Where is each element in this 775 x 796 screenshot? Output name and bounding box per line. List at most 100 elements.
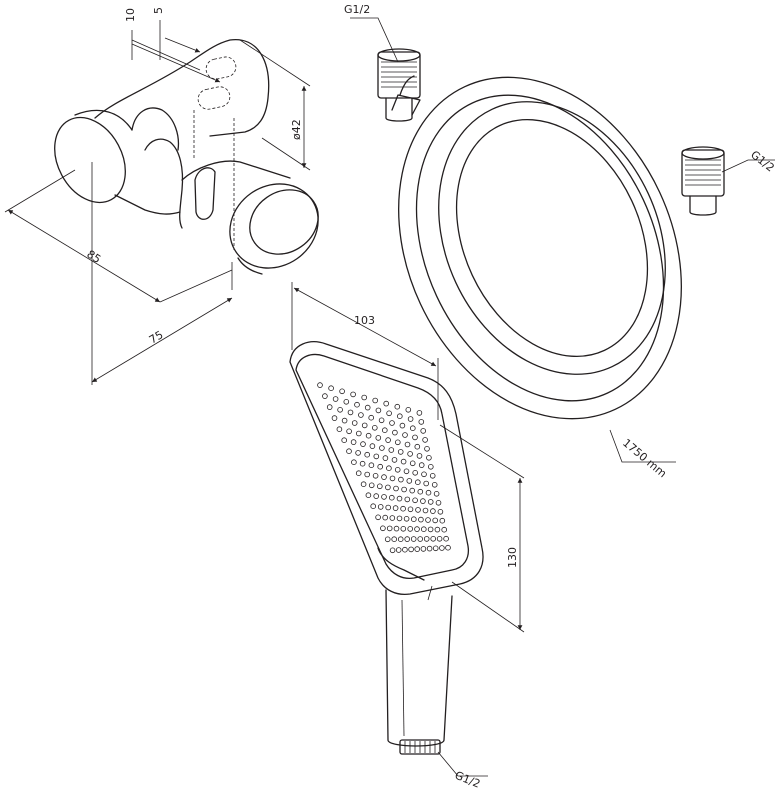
spray-nozzle bbox=[386, 465, 392, 472]
spray-nozzle bbox=[420, 428, 427, 434]
spray-nozzle bbox=[434, 526, 441, 533]
spray-nozzle bbox=[373, 453, 380, 460]
spray-nozzle bbox=[389, 475, 396, 482]
spray-nozzle bbox=[381, 427, 388, 434]
spray-nozzle bbox=[392, 505, 399, 511]
spray-nozzle bbox=[417, 488, 424, 495]
spray-nozzle bbox=[439, 517, 446, 524]
spray-nozzle bbox=[331, 415, 338, 421]
spray-nozzle bbox=[383, 400, 390, 407]
spray-nozzle bbox=[407, 451, 413, 457]
spray-nozzle bbox=[396, 413, 403, 420]
spray-nozzle bbox=[435, 499, 442, 506]
dim-75-label: 75 bbox=[147, 328, 166, 346]
spray-nozzle bbox=[347, 409, 354, 416]
spray-nozzle bbox=[397, 536, 404, 542]
spray-nozzle bbox=[420, 526, 427, 532]
dim-85-label: 85 bbox=[84, 248, 103, 267]
spray-nozzle bbox=[433, 490, 440, 497]
spray-nozzle bbox=[365, 432, 372, 439]
spray-nozzle bbox=[429, 472, 436, 479]
spray-nozzle bbox=[389, 515, 396, 521]
spray-nozzle bbox=[360, 441, 366, 447]
spray-nozzle bbox=[368, 414, 375, 421]
spray-nozzle bbox=[385, 504, 392, 511]
spray-nozzle bbox=[400, 458, 407, 465]
spray-nozzle bbox=[439, 545, 445, 551]
spray-nozzle bbox=[339, 388, 345, 395]
spray-nozzle bbox=[355, 430, 362, 437]
spray-nozzle bbox=[402, 432, 408, 438]
spray-nozzle bbox=[370, 503, 377, 510]
spray-nozzle bbox=[414, 546, 421, 552]
spray-nozzle bbox=[389, 420, 395, 426]
spray-nozzle bbox=[365, 492, 372, 499]
spray-nozzle bbox=[418, 516, 424, 523]
spray-nozzle bbox=[400, 525, 407, 532]
spray-nozzle bbox=[341, 417, 348, 424]
spray-nozzle bbox=[415, 507, 421, 513]
spray-nozzle bbox=[389, 547, 396, 554]
spray-nozzle bbox=[400, 505, 406, 512]
spray-nozzle bbox=[427, 463, 434, 470]
spray-nozzle bbox=[395, 547, 402, 553]
spray-nozzle bbox=[361, 394, 368, 401]
spray-nozzle bbox=[425, 517, 431, 523]
spray-nozzle bbox=[409, 460, 416, 467]
spray-nozzle bbox=[346, 428, 352, 435]
spray-nozzle bbox=[386, 410, 392, 417]
spray-nozzle bbox=[412, 434, 418, 441]
spray-nozzle bbox=[386, 525, 393, 532]
spray-nozzle bbox=[343, 398, 350, 405]
spray-nozzle bbox=[358, 412, 364, 418]
spray-nozzle bbox=[359, 460, 366, 467]
spray-nozzle bbox=[441, 526, 448, 533]
spray-nozzle bbox=[418, 462, 425, 468]
spray-nozzle bbox=[384, 536, 391, 543]
spray-nozzle bbox=[377, 463, 384, 470]
spray-nozzle bbox=[388, 447, 395, 453]
spray-nozzle bbox=[436, 535, 443, 542]
spray-nozzle bbox=[405, 406, 412, 413]
spray-nozzle bbox=[388, 494, 395, 501]
hose-length-label: 1750 mm bbox=[620, 436, 669, 480]
spray-nozzle bbox=[430, 508, 436, 514]
spray-nozzle bbox=[407, 506, 414, 513]
spray-nozzle bbox=[332, 396, 339, 402]
spray-nozzle bbox=[381, 474, 387, 480]
spray-nozzle bbox=[396, 515, 403, 522]
spray-nozzle bbox=[350, 391, 356, 398]
spray-nozzle bbox=[368, 482, 375, 489]
spray-nozzle bbox=[397, 449, 404, 455]
spray-nozzle bbox=[432, 545, 439, 552]
dim-5-label: 5 bbox=[152, 7, 165, 14]
dim-10-label: 10 bbox=[124, 8, 137, 22]
hose-nut-right bbox=[681, 146, 725, 197]
spray-nozzle bbox=[437, 508, 444, 515]
spray-nozzle bbox=[372, 472, 379, 479]
spray-nozzle bbox=[381, 494, 387, 500]
spray-nozzle bbox=[426, 454, 432, 461]
spray-nozzle bbox=[423, 480, 430, 487]
spray-nozzle bbox=[414, 443, 421, 450]
spray-nozzle bbox=[408, 546, 414, 553]
spray-nozzle bbox=[401, 486, 407, 493]
spray-nozzle bbox=[379, 445, 385, 451]
spray-nozzle bbox=[412, 497, 418, 504]
spray-nozzle bbox=[364, 404, 371, 411]
spray-nozzle bbox=[355, 470, 362, 477]
spray-nozzle bbox=[432, 517, 439, 524]
spray-nozzle bbox=[346, 448, 352, 455]
spray-nozzle bbox=[350, 439, 357, 445]
bracket-dimensions bbox=[4, 20, 311, 385]
spray-nozzle bbox=[416, 453, 423, 459]
spray-nozzle bbox=[351, 420, 358, 426]
spray-nozzle bbox=[409, 487, 416, 494]
spray-nozzle bbox=[385, 437, 391, 443]
spray-nozzle bbox=[421, 471, 427, 478]
spray-nozzle bbox=[322, 393, 328, 399]
spray-nozzle bbox=[403, 468, 410, 475]
spray-nozzle bbox=[375, 514, 381, 521]
hose-nut-top bbox=[377, 48, 421, 99]
spray-nozzle bbox=[399, 422, 406, 429]
